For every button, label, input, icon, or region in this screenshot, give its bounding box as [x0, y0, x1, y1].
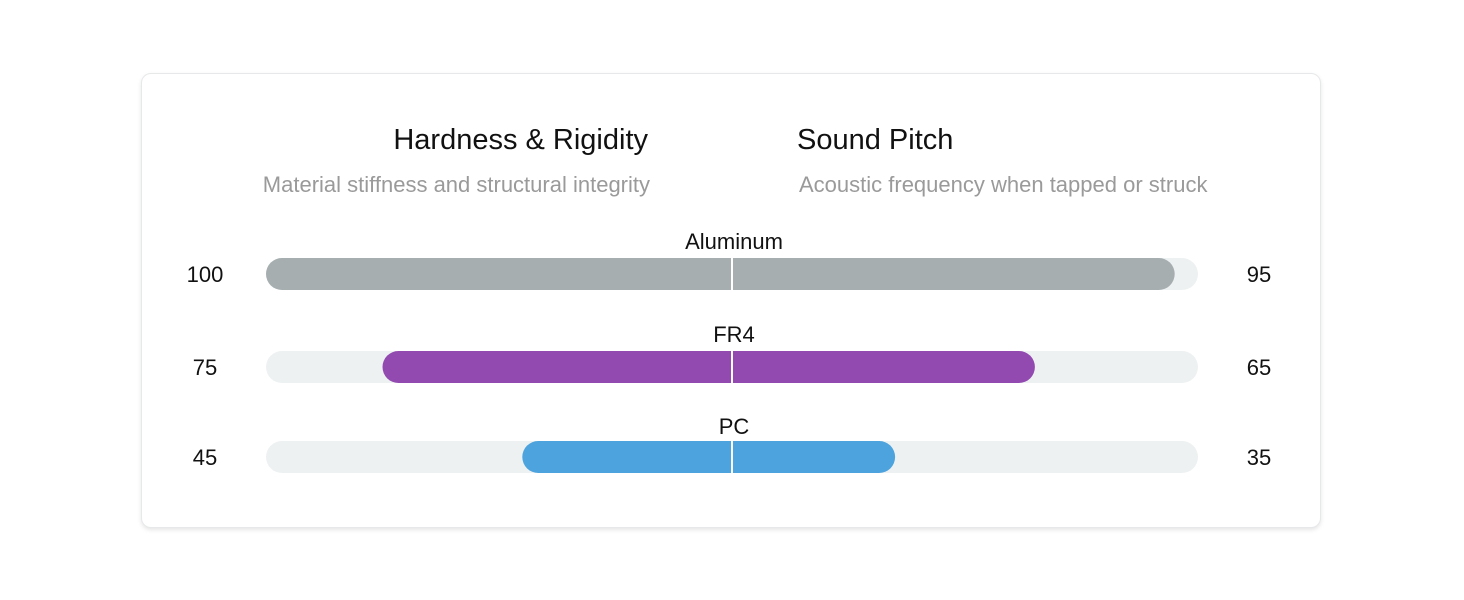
- category-label-aluminum: Aluminum: [685, 229, 783, 254]
- right-axis-subtitle: Acoustic frequency when tapped or struck: [799, 172, 1208, 197]
- left-value-pc: 45: [193, 445, 217, 470]
- bar-aluminum: [266, 258, 1175, 290]
- left-axis-subtitle: Material stiffness and structural integr…: [262, 172, 650, 197]
- right-value-fr4: 65: [1247, 355, 1271, 380]
- center-divider-2: [731, 441, 733, 473]
- left-axis-title: Hardness & Rigidity: [393, 124, 648, 156]
- right-value-aluminum: 95: [1247, 262, 1271, 287]
- center-divider-0: [731, 258, 733, 290]
- left-value-aluminum: 100: [187, 262, 224, 287]
- category-label-fr4: FR4: [713, 322, 755, 347]
- right-value-pc: 35: [1247, 445, 1271, 470]
- left-value-fr4: 75: [193, 355, 217, 380]
- bar-pc: [522, 441, 896, 473]
- center-divider-1: [731, 351, 733, 383]
- bar-fr4: [382, 351, 1035, 383]
- right-axis-title: Sound Pitch: [797, 124, 954, 156]
- category-label-pc: PC: [719, 414, 750, 439]
